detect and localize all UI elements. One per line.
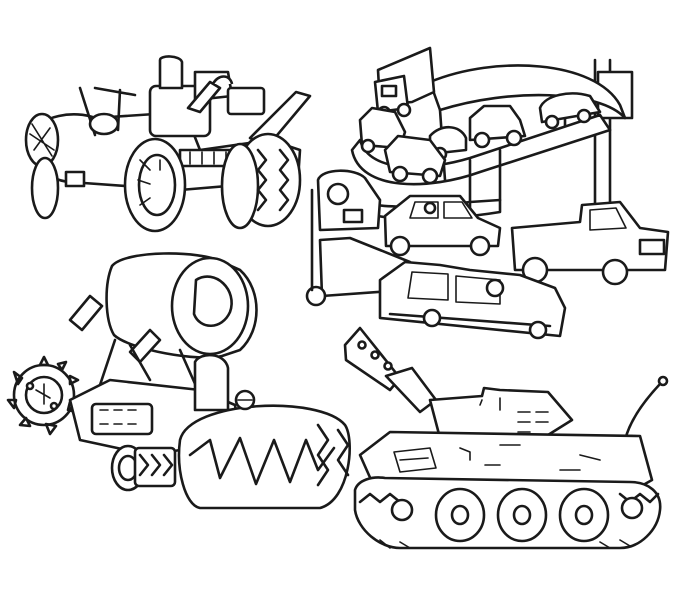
- army-tank: [343, 326, 669, 550]
- driver-car: [383, 194, 502, 257]
- cannon-kart: [6, 252, 351, 510]
- traffic-jam-scene: [305, 46, 670, 340]
- delivery-truck: [373, 46, 436, 121]
- hot-rod-car: [24, 55, 312, 233]
- pickup-truck: [510, 200, 670, 286]
- upper-ramp-cars: [428, 92, 602, 162]
- middle-ramp-cars: [358, 106, 447, 185]
- convertible-car: [378, 260, 567, 340]
- shark-teeth-drum: [177, 404, 351, 510]
- tank-wheels: [390, 487, 644, 543]
- spiked-saw-wheel: [6, 355, 80, 436]
